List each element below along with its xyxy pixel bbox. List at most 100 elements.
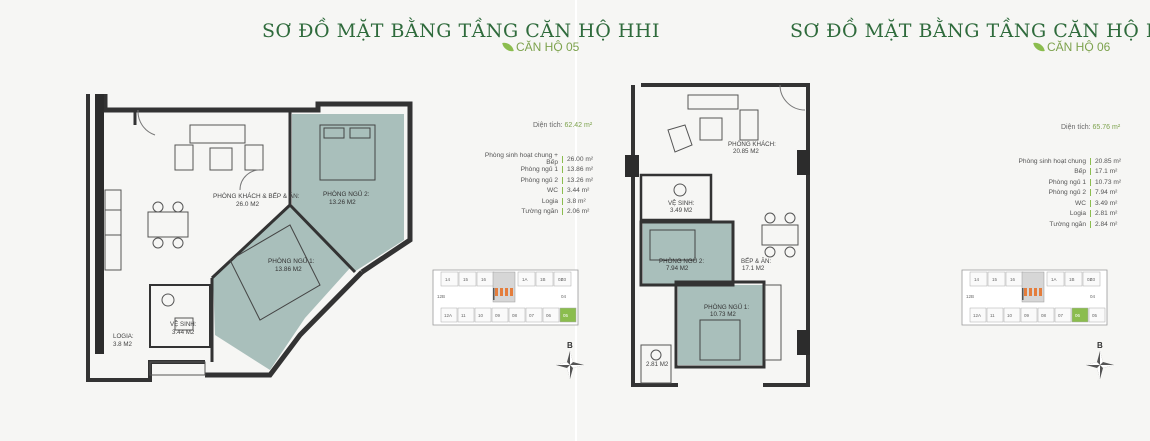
keyplan-unit-label: 05 [1092,313,1098,318]
right-kitchen-label-2: 17.1 M2 [742,265,765,272]
left-bed1-label-1: PHÒNG NGỦ 1: [268,256,315,265]
keyplan-unit-label: 09 [1024,313,1030,318]
keyplan-unit-label: 12B [437,294,445,299]
keyplan-unit [1088,307,1106,323]
area-table-label: Phòng ngủ 1 [520,166,558,174]
area-table-value: 3.44 m² [562,187,589,195]
right-living-label-1: PHÒNG KHÁCH: [728,141,776,148]
keyplan-unit [508,307,526,323]
keyplan-unit-label: 07 [529,313,535,318]
area-table-row: Phòng ngủ 2 7.94 m² [1004,188,1121,199]
keyplan-unit-label: 1A [522,277,528,282]
area-table-value: 3.8 m² [562,197,586,205]
right-bed2-label-1: PHÒNG NGỦ 2: [659,258,704,265]
area-table-label: Bếp [1074,168,1086,176]
right-logia-label: 2.81 M2 [646,361,669,368]
area-table-value: 20.85 m² [1090,157,1121,165]
keyplan-unit-label: 11 [461,313,466,318]
keyplan-unit-label: 1B [1069,277,1075,282]
area-table-row: Logia 2.81 m² [1004,209,1121,220]
area-table-row: Logia 3.8 m² [476,196,593,207]
right-floor-plan: PHÒNG KHÁCH: 20.85 M2 VỆ SINH: 3.49 M2 B… [625,83,810,387]
left-living-label-2: 26.0 M2 [236,201,260,208]
area-table-label: Phòng sinh hoạt chung [1018,157,1086,165]
keyplan-unit-label: 08 [512,313,518,318]
keyplan-unit-label: 10 [478,313,484,318]
area-table-value: 26.00 m² [562,155,593,163]
keyplan-unit-label: 06 [1075,313,1081,318]
keyplan-unit [542,307,560,323]
area-table-label: Logia [1069,210,1086,218]
area-table-value: 7.94 m² [1090,189,1117,197]
area-table-value: 13.26 m² [562,176,593,184]
keyplan-unit [986,307,1004,323]
left-wc-label-1: VỆ SINH: [170,320,197,328]
area-table-label: Phòng ngủ 2 [1048,189,1086,197]
keyplan-unit [457,307,475,323]
keyplan-unit-label: 15 [463,277,469,282]
area-table-value: 3.49 m² [1090,199,1117,207]
left-compass-label: B [567,341,573,350]
keyplan-unit-label: 1B [540,277,546,282]
keyplan-unit-label: 15 [992,277,998,282]
left-logia-label-1: LOGIA: [113,333,134,340]
keyplan-unit-label: 16 [1010,277,1016,282]
area-table-value: 2.06 m² [562,208,589,216]
right-title: SƠ ĐỒ MẶT BẰNG TẦNG CĂN HỘ HHI [790,20,1150,42]
leaf-icon [1033,41,1045,53]
keyplan-unit-label: 10 [1007,313,1013,318]
keyplan-highlight-unit [1071,307,1089,323]
keyplan-unit-label: 02 [1087,277,1093,282]
area-table-label: WC [1075,199,1086,207]
area-table-label: Phòng ngủ 1 [1048,178,1086,186]
right-kitchen-label-1: BẾP & ĂN: [741,258,771,265]
keyplan-unit-label: 04 [1090,294,1096,299]
area-table-value: 2.81 m² [1090,210,1117,218]
right-bed2-label-2: 7.94 M2 [666,265,689,272]
left-area-total: Diện tích: 62.42 m² [533,122,592,129]
right-area-total: Diện tích: 65.76 m² [1061,124,1120,131]
keyplan-unit-label: 12A [973,313,981,318]
right-compass-icon: B [1086,341,1114,379]
keyplan-unit-label: 1A [1051,277,1057,282]
area-table-value: 13.86 m² [562,166,593,174]
area-table-label: Logia [541,197,558,205]
area-table-row: WC 3.49 m² [1004,198,1121,209]
area-table-row: Phòng ngủ 1 13.86 m² [476,165,593,176]
keyplan-unit-label: 05 [563,313,569,318]
left-compass-icon: B [556,341,584,379]
keyplan-unit-label: 08 [1041,313,1047,318]
right-wc-label-2: 3.49 M2 [670,207,693,214]
right-bed1-label-1: PHÒNG NGỦ 1: [704,304,749,311]
area-table-value: 10.73 m² [1090,178,1121,186]
left-bed2-label-2: 13.26 M2 [329,199,356,206]
area-table-row: Phòng ngủ 1 10.73 m² [1004,177,1121,188]
right-area-value: 65.76 m² [1092,124,1121,131]
panel-divider [575,0,577,441]
right-bed1-label-2: 10.73 M2 [710,311,736,318]
keyplan-unit [1003,307,1021,323]
keyplan-unit-label: 16 [481,277,487,282]
keyplan-unit [1020,307,1038,323]
keyplan-unit [440,307,458,323]
keyplan-unit-label: 07 [1058,313,1064,318]
keyplan-unit-label: 12B [966,294,974,299]
keyplan-unit-label: 03 [561,277,567,282]
keyplan-unit [525,307,543,323]
left-wc-label-2: 3.44 M2 [172,329,195,336]
keyplan-unit-label: 12A [444,313,452,318]
left-title: SƠ ĐỒ MẶT BẰNG TẦNG CĂN HỘ HHI [262,20,660,42]
bedroom-1-fill [678,285,763,365]
right-subtitle-text: CĂN HỘ 06 [1047,40,1111,54]
left-floor-plan: PHÒNG KHÁCH & BẾP & ĂN: 26.0 M2 PHÒNG NG… [86,94,413,382]
right-area-label: Diện tích: [1061,124,1091,131]
keyplan-unit [491,307,509,323]
